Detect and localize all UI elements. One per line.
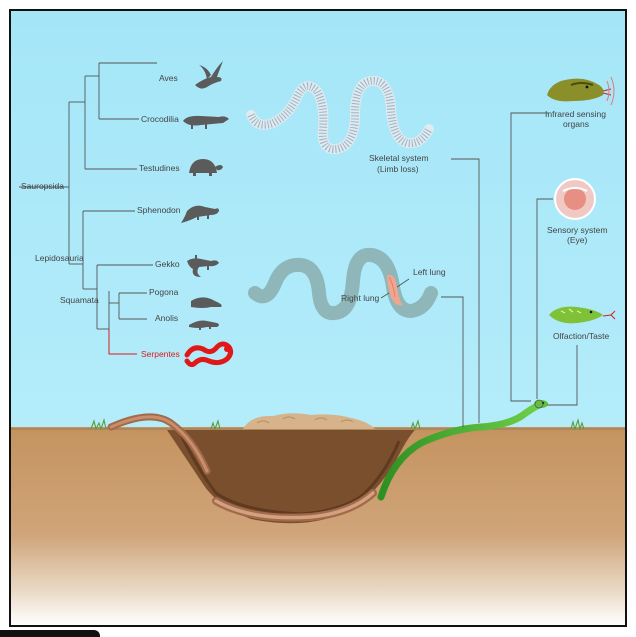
skeletal-system-label-line2: (Limb loss) xyxy=(377,164,419,174)
left-lung-pointer xyxy=(396,278,410,288)
green-snake-illustration xyxy=(377,399,548,501)
taxon-label-pogona: Pogona xyxy=(149,287,179,297)
skeletal-connector-line xyxy=(451,158,480,423)
diagram-canvas: Sauropsida Lepidosauria Squamata Aves Cr… xyxy=(11,11,625,625)
eye-icon xyxy=(554,178,596,220)
anole-silhouette-icon xyxy=(189,320,219,330)
phylogenetic-tree xyxy=(19,62,157,355)
sensory-label-line2: (Eye) xyxy=(567,235,587,245)
right-lung-pointer xyxy=(380,292,390,299)
infrared-label-line2: organs xyxy=(563,119,589,129)
taxon-label-crocodilia: Crocodilia xyxy=(141,114,179,124)
taxon-label-aves: Aves xyxy=(159,73,178,83)
taxon-label-sphenodon: Sphenodon xyxy=(137,205,181,215)
skeletal-system-label-line1: Skeletal system xyxy=(369,153,429,163)
turtle-silhouette-icon xyxy=(189,159,223,176)
olfaction-connector-line xyxy=(547,345,578,406)
pit-viper-head-icon xyxy=(547,76,615,106)
left-lung-label: Left lung xyxy=(413,267,446,277)
snake-body-lung-illustration xyxy=(248,247,438,321)
crocodile-silhouette-icon xyxy=(183,115,229,130)
sensory-label-line1: Sensory system xyxy=(547,225,607,235)
clade-label-lepidosauria: Lepidosauria xyxy=(35,253,84,263)
diagram-frame: Sauropsida Lepidosauria Squamata Aves Cr… xyxy=(9,9,627,627)
taxon-label-serpentes: Serpentes xyxy=(141,349,180,359)
gecko-silhouette-icon xyxy=(187,255,219,277)
red-snake-icon xyxy=(184,341,234,368)
olfaction-label: Olfaction/Taste xyxy=(553,331,609,341)
bird-silhouette-icon xyxy=(195,61,223,89)
taxon-label-anolis: Anolis xyxy=(155,313,178,323)
tuatara-silhouette-icon xyxy=(181,205,219,223)
lung-connector-line xyxy=(441,296,464,427)
taxon-label-testudines: Testudines xyxy=(139,163,180,173)
right-lung-label: Right lung xyxy=(341,293,380,303)
taxon-label-gekko: Gekko xyxy=(155,259,180,269)
infrared-connector-line xyxy=(510,112,549,402)
snake-skeleton-illustration xyxy=(246,75,434,155)
clade-label-squamata: Squamata xyxy=(60,295,99,305)
pogona-silhouette-icon xyxy=(191,297,222,308)
clade-label-sauropsida: Sauropsida xyxy=(21,181,64,191)
sky xyxy=(11,11,625,431)
bottom-tab xyxy=(0,630,100,637)
eye-connector-line xyxy=(536,198,553,399)
ground xyxy=(11,413,625,625)
infrared-label-line1: Infrared sensing xyxy=(545,109,606,119)
tongue-snake-head-icon xyxy=(549,306,616,324)
